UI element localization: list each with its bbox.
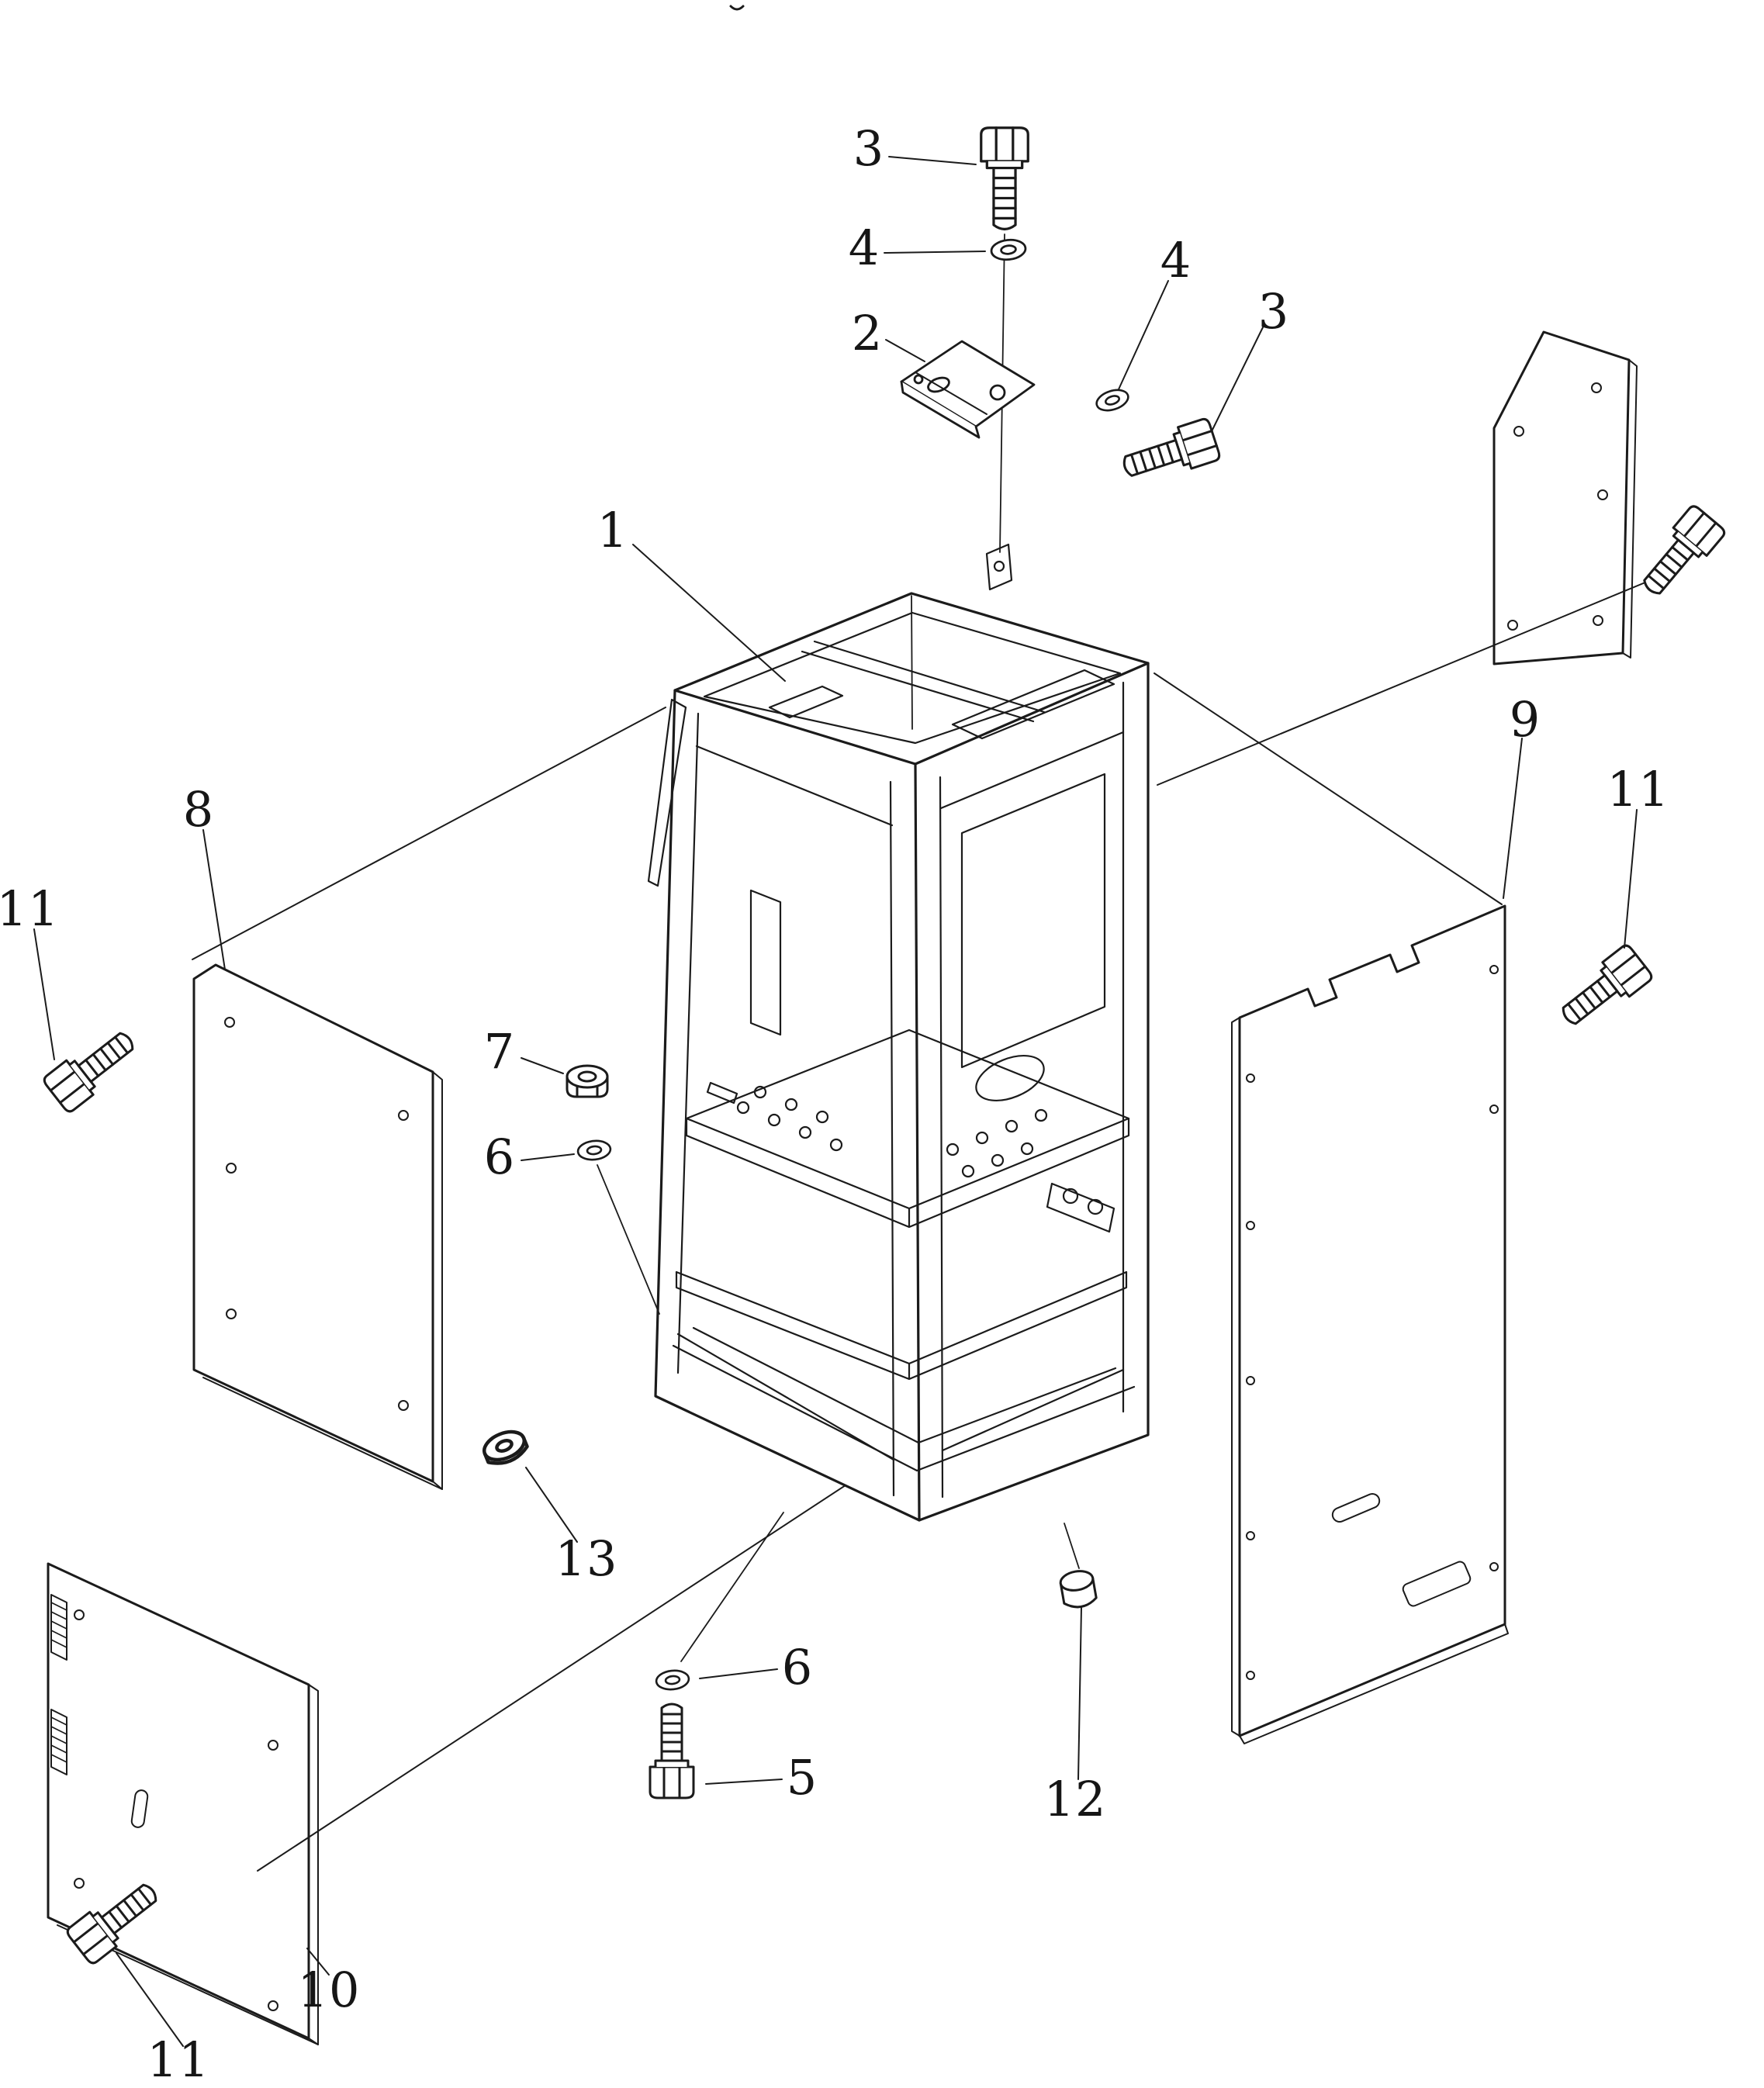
washer-part6-mid [576,1138,613,1163]
callout-part13: 13 [555,1530,618,1587]
callout-part5: 5 [786,1749,818,1806]
bracket-part2 [900,340,1036,439]
door-handle-slot [130,1789,149,1828]
hinge-strip [50,1594,67,1661]
bolt-part5 [649,1703,695,1799]
bottom-left-door-panel [47,1562,319,2045]
callout-part3-right: 3 [1257,283,1290,340]
callout-part8: 8 [182,781,215,838]
left-cover-panel [192,963,443,1490]
washer-part4-top [989,237,1028,263]
callout-part10: 10 [297,1962,361,2018]
callout-part4-top: 4 [848,220,880,276]
callout-part6-mid: 6 [483,1129,516,1185]
hardware [40,126,1728,1967]
callout-part6-bottom: 6 [781,1639,814,1696]
bolt-part11-topright [1551,942,1655,1037]
bolt-part3-right [1116,416,1223,489]
callout-part1: 1 [597,502,629,558]
callout-part2: 2 [851,305,884,361]
washer-part6-bottom [654,1668,691,1692]
main-frame-box [647,543,1150,1522]
plug-part13 [483,1429,529,1465]
callout-part9: 9 [1509,691,1541,748]
top-right-plate [1492,330,1638,665]
leader-lines [33,156,1638,2047]
scan-mark [729,5,745,11]
washer-part4-right [1093,385,1132,416]
callout-part4-right: 4 [1160,232,1192,289]
callout-part11-left: 11 [0,880,60,937]
nut-part7 [566,1064,609,1098]
right-cover-panel [1231,904,1509,1744]
callout-part11-bottom: 11 [147,2031,210,2088]
mounting-tab [985,543,1013,591]
plug-part12 [1059,1570,1098,1609]
frame-details [647,543,1136,1499]
hinge-strip [50,1709,67,1775]
alignment-lines [192,579,1652,1872]
callout-part12: 12 [1043,1771,1107,1827]
bolt-topright-plate [1631,503,1728,605]
callout-part11-topright: 11 [1607,761,1670,818]
bolt-part11-left [40,1020,144,1115]
callout-part7: 7 [483,1023,516,1080]
round-opening [975,1055,1045,1101]
frame-strut [647,698,687,887]
bolt-part3-top [980,126,1029,231]
callout-part3-top: 3 [853,120,885,177]
